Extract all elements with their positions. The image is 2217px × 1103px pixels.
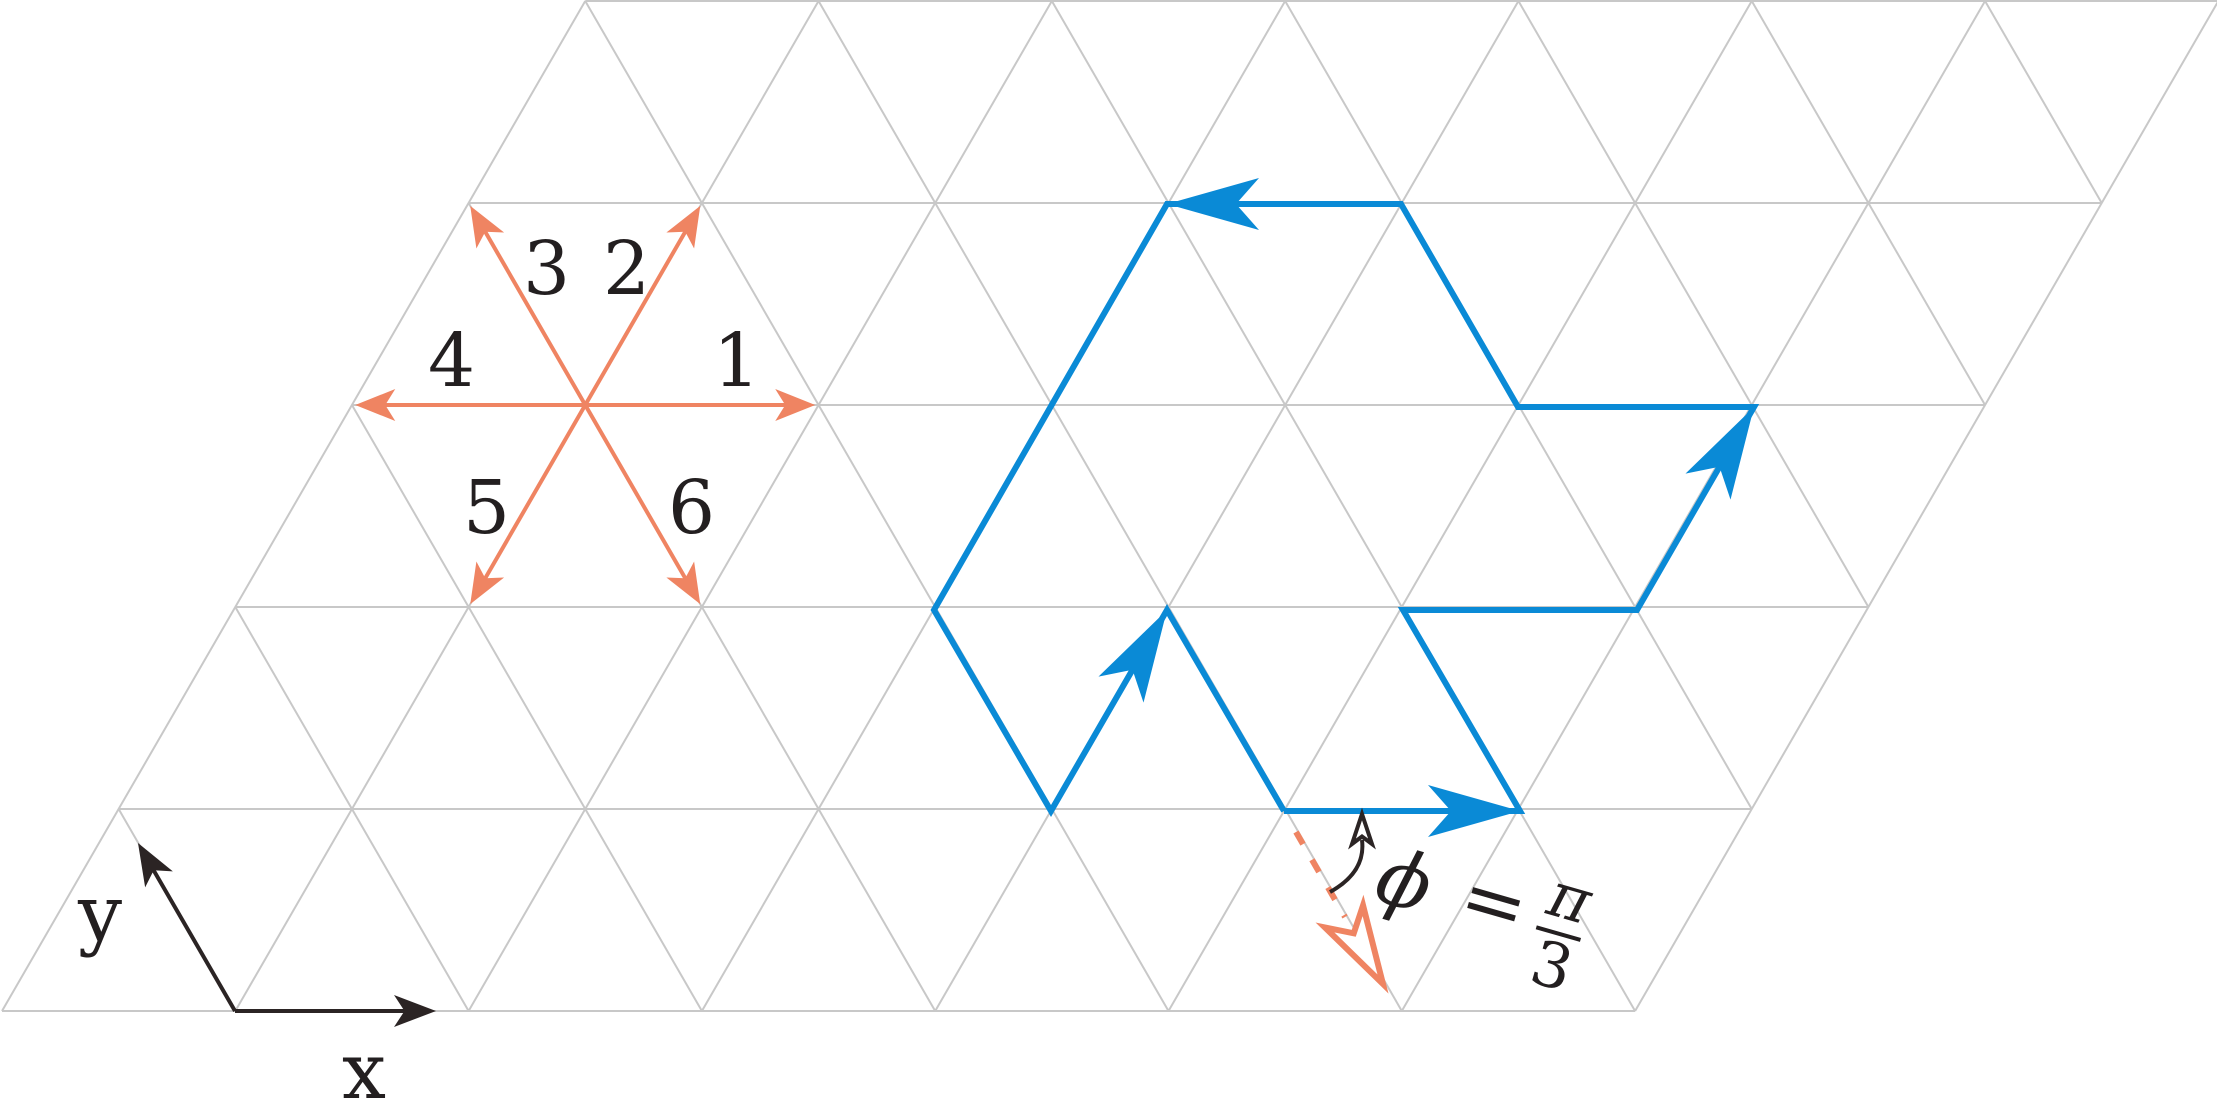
direction-arrowhead-3 — [470, 205, 505, 249]
angle-equation: ϕ = π 3 — [1366, 831, 1600, 1007]
direction-arrowhead-6 — [666, 561, 701, 605]
direction-label-3: 3 — [523, 226, 570, 312]
walk-arrowhead-west — [1167, 178, 1259, 230]
y-axis-line — [148, 862, 237, 1013]
grid-line-rising — [467, 0, 1053, 1012]
direction-vector-5 — [478, 404, 587, 588]
turn-angle-marker — [1293, 807, 1389, 994]
blue-walk-path — [930, 178, 1760, 837]
grid-line-rising — [1, 0, 587, 1012]
direction-label-4: 4 — [428, 318, 475, 404]
direction-label-6: 6 — [668, 465, 715, 551]
x-axis-arrowhead — [394, 995, 436, 1027]
direction-vectors — [355, 205, 816, 605]
grid-line-falling — [1984, 0, 2103, 204]
direction-label-1: 1 — [713, 318, 760, 404]
previous-direction-open-arrowhead — [1315, 894, 1389, 994]
grid-line-falling — [351, 404, 703, 1012]
axis-label-x: x — [342, 1027, 386, 1098]
direction-vector-2 — [583, 222, 692, 406]
three-denominator: 3 — [1523, 925, 1581, 1006]
axis-label-y: y — [77, 869, 122, 959]
grid-line-rising — [1400, 0, 1986, 1012]
direction-arrowhead-4 — [355, 389, 396, 421]
fraction-bar — [1535, 925, 1582, 942]
previous-direction-dashed — [1293, 830, 1348, 919]
direction-arrowhead-5 — [470, 561, 505, 605]
coordinate-axes — [138, 843, 436, 1027]
grid-line-falling — [234, 606, 470, 1012]
walk-arrowhead-east — [1428, 785, 1520, 837]
triangular-grid — [1, 0, 2217, 1012]
grid-line-falling — [1750, 0, 1986, 406]
walk-arrowhead-up-right-upper — [1685, 407, 1754, 500]
grid-line-rising — [1167, 0, 1753, 1012]
direction-vector-3 — [478, 222, 587, 406]
grid-line-rising — [934, 0, 1520, 1012]
equals-sign: = — [1450, 850, 1538, 955]
angle-arc — [1329, 839, 1365, 894]
y-axis-arrowhead — [138, 843, 173, 888]
angle-arc-arrowhead — [1348, 807, 1376, 850]
grid-line-falling — [584, 0, 1170, 1012]
grid-line-rising — [1634, 1, 2217, 1012]
walk-arrowhead-up-right-lower — [1098, 610, 1167, 703]
direction-vector-6 — [583, 404, 692, 588]
direction-labels: 1 2 3 4 5 6 — [428, 226, 760, 551]
axis-labels: y x — [77, 869, 386, 1103]
walk-polyline — [930, 201, 1760, 817]
direction-label-2: 2 — [603, 226, 650, 312]
grid-line-falling — [1050, 0, 1636, 1012]
grid-line-falling — [1517, 0, 1870, 608]
direction-label-5: 5 — [463, 465, 510, 551]
direction-arrowhead-2 — [666, 205, 701, 249]
phi-symbol: ϕ — [1366, 831, 1442, 932]
direction-arrowhead-1 — [775, 389, 816, 421]
